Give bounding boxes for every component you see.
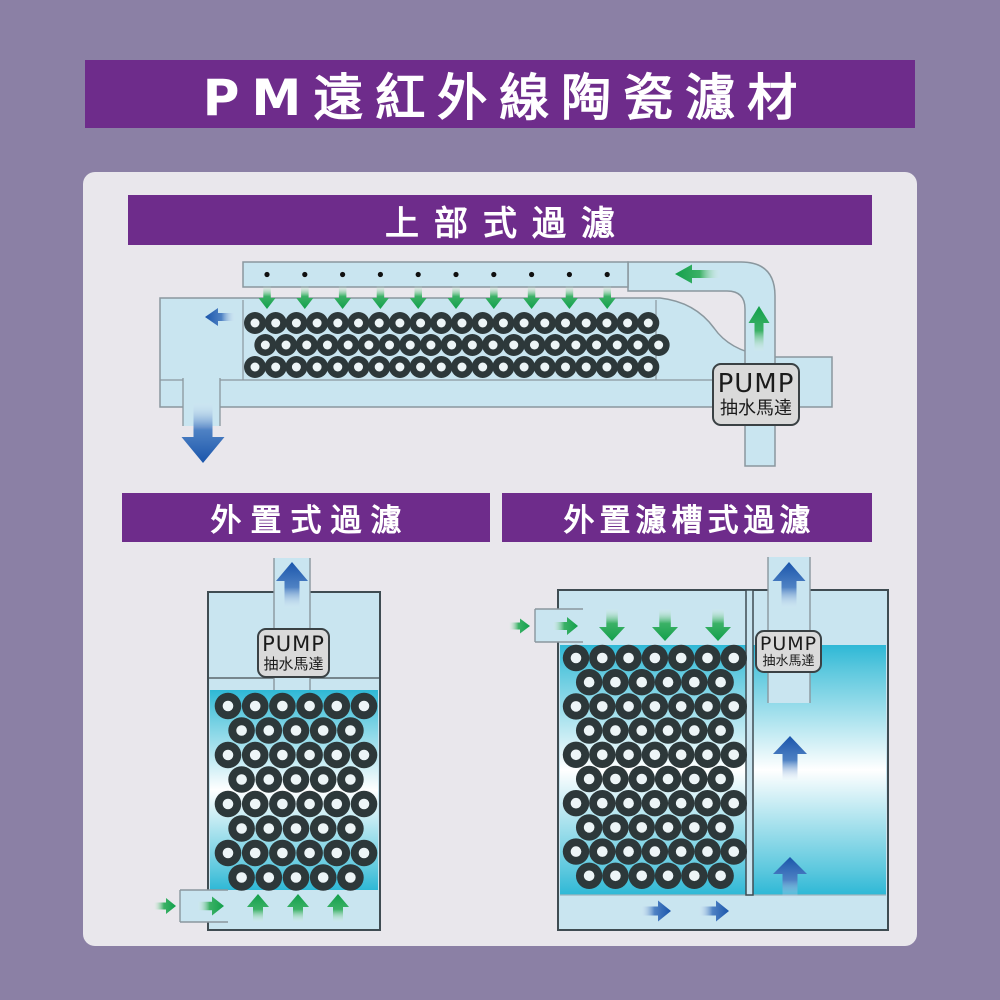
- flow-arrow-blue-up: [276, 562, 308, 608]
- flow-arrow-blue-down: [181, 403, 225, 463]
- flow-arrow-green-down: [296, 286, 314, 309]
- flow-arrow-green-down: [652, 609, 678, 641]
- sump-filter-diagram: [509, 557, 889, 931]
- ceramic-ring-media: [562, 644, 747, 889]
- flow-arrow-blue-right: [699, 900, 729, 922]
- pump-sublabel: 抽水馬達: [762, 653, 815, 669]
- flow-arrow-blue-left: [205, 308, 235, 326]
- pump-label-box-sump-filter: PUMP 抽水馬達: [755, 630, 822, 673]
- ceramic-ring-media: [214, 692, 378, 891]
- flow-arrow-blue-up: [773, 857, 807, 899]
- pump-label-box-external-filter: PUMP 抽水馬達: [257, 628, 330, 678]
- flow-arrow-green-right: [198, 896, 224, 916]
- flow-arrow-green-down: [599, 609, 625, 641]
- section-header-top-filter: 上部式過濾: [128, 195, 872, 245]
- section-header-external-filter: 外置式過濾: [122, 493, 490, 542]
- flow-arrow-blue-right: [641, 900, 671, 922]
- flow-arrow-green-up: [287, 894, 309, 922]
- flow-arrow-green-down: [560, 286, 578, 309]
- pump-sublabel: 抽水馬達: [720, 397, 792, 419]
- flow-arrow-green-up: [748, 306, 770, 351]
- page-title: PM遠紅外線陶瓷濾材: [202, 69, 810, 127]
- flow-arrow-green-down: [409, 286, 427, 309]
- flow-arrow-green-down: [705, 609, 731, 641]
- flow-arrow-green-down: [485, 286, 503, 309]
- section-header-sump-filter: 外置濾槽式過濾: [502, 493, 872, 542]
- flow-arrow-green-left: [675, 264, 720, 284]
- flow-arrow-green-down: [523, 286, 541, 309]
- flow-arrow-green-down: [371, 286, 389, 309]
- pump-label-box-top-filter: PUMP 抽水馬達: [712, 363, 800, 426]
- pump-label: PUMP: [759, 632, 818, 655]
- title-banner: PM遠紅外線陶瓷濾材: [85, 60, 915, 128]
- flow-arrow-green-down: [334, 286, 352, 309]
- external-filter-diagram: [154, 558, 381, 931]
- flow-arrow-blue-up: [773, 736, 807, 780]
- pump-label: PUMP: [717, 369, 795, 400]
- flow-arrow-green-right: [553, 617, 578, 635]
- spray-bar-holes: [264, 271, 610, 278]
- pump-label: PUMP: [262, 632, 325, 657]
- flow-arrow-green-right: [154, 898, 176, 914]
- section-title-external-filter: 外置式過濾: [210, 503, 411, 539]
- flow-arrow-blue-up: [772, 562, 806, 608]
- flow-arrow-green-down: [598, 286, 616, 309]
- pump-sublabel: 抽水馬達: [263, 655, 324, 674]
- section-title-sump-filter: 外置濾槽式過濾: [563, 503, 816, 539]
- ceramic-ring-media: [244, 312, 670, 378]
- section-title-top-filter: 上部式過濾: [385, 203, 630, 244]
- divider-wall: [745, 589, 754, 896]
- flow-arrow-green-down: [258, 286, 276, 309]
- flow-arrow-green-down: [447, 286, 465, 309]
- flow-arrow-green-up: [327, 894, 349, 922]
- flow-arrow-green-up: [247, 894, 269, 922]
- flow-arrow-green-right: [509, 618, 530, 634]
